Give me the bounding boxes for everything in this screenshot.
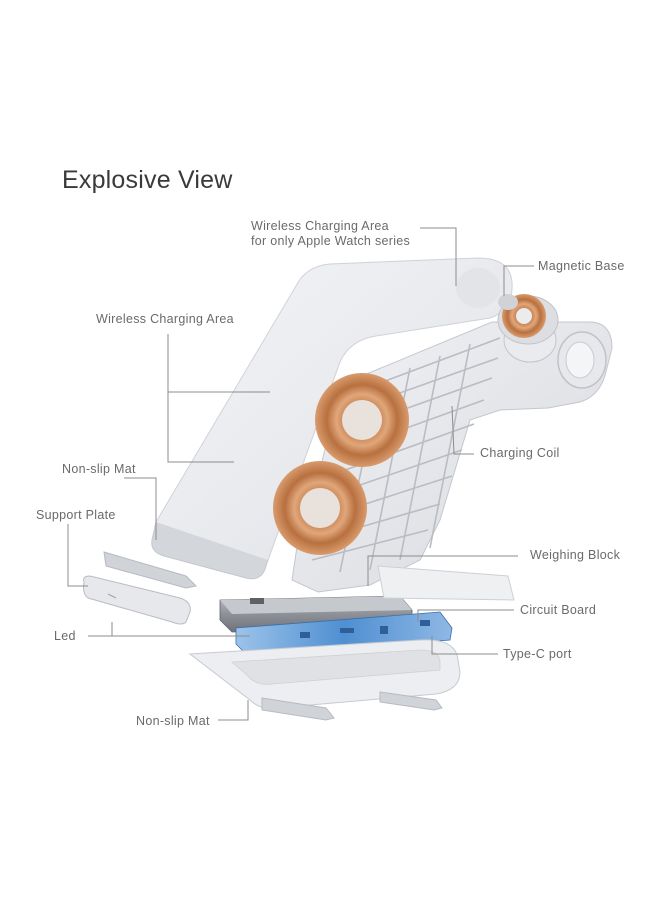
label-magnetic-base: Magnetic Base [538,259,625,273]
non-slip-mat-bottom [261,691,443,721]
label-non-slip-mat-bottom: Non-slip Mat [136,714,210,728]
magnetic-base [497,294,559,345]
diagram-title: Explosive View [62,166,233,194]
label-wireless-charging-area: Wireless Charging Area [96,312,234,326]
label-circuit-board: Circuit Board [520,603,597,617]
label-support-plate: Support Plate [36,508,116,522]
label-watch-area-line1: Wireless Charging Area [251,219,389,233]
support-plate [83,575,191,625]
label-charging-coil: Charging Coil [480,446,560,460]
non-slip-mat-top [103,551,198,589]
label-led: Led [54,629,76,643]
bottom-base [188,565,515,709]
charging-coils [273,373,409,555]
circuit-board [235,611,453,657]
front-panel [151,257,513,580]
label-weighing-block: Weighing Block [530,548,621,562]
label-type-c-port: Type-C port [503,647,572,661]
label-non-slip-mat-top: Non-slip Mat [62,462,136,476]
label-watch-area-line2: for only Apple Watch series [251,234,411,248]
leader-lines [67,227,534,721]
